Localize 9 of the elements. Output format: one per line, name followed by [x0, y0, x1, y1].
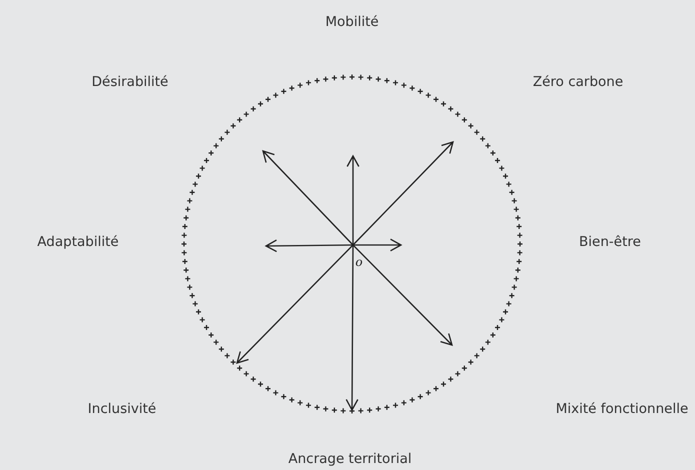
- axis-label: Ancrage territorial: [288, 451, 412, 467]
- axis-label: Mixité fonctionnelle: [556, 401, 688, 417]
- axis-label: Bien-être: [579, 234, 641, 250]
- origin-label: o: [355, 255, 363, 269]
- axis-label: Inclusivité: [88, 401, 156, 417]
- axis-label: Zéro carbone: [532, 74, 624, 90]
- axis-label: Mobilité: [325, 14, 379, 30]
- axis-label: Désirabilité: [92, 74, 168, 90]
- axis-label: Adaptabilité: [37, 234, 119, 250]
